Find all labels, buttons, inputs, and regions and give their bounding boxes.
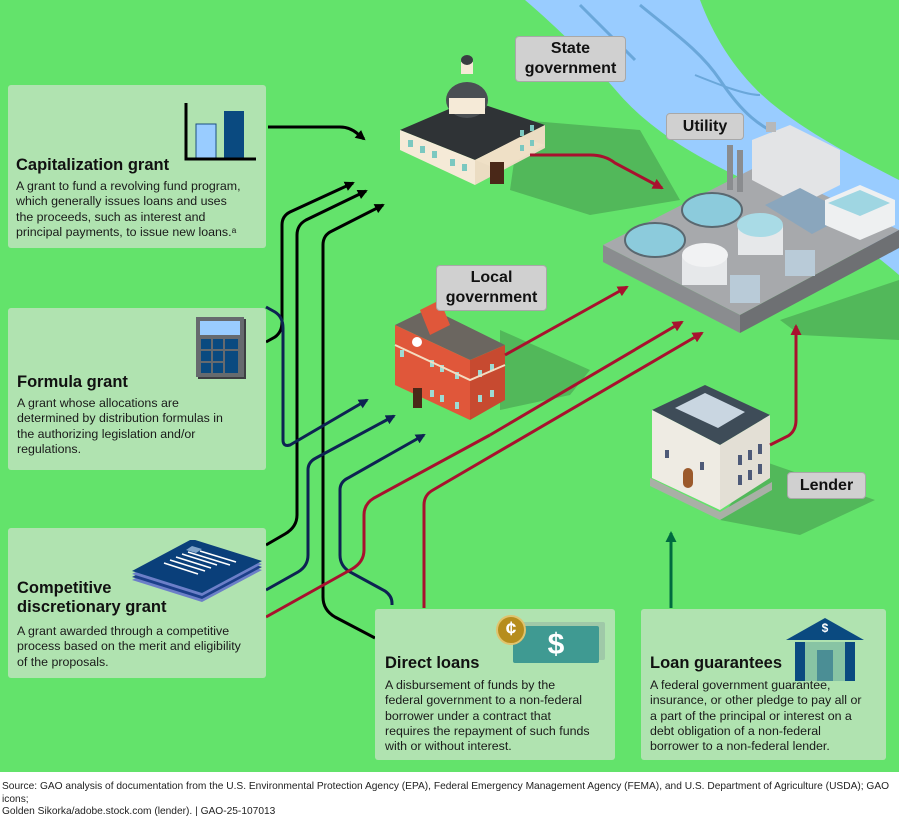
desc-line: process based on the merit and eligibili… — [17, 639, 241, 654]
source-line: Source: GAO analysis of documentation fr… — [2, 781, 890, 805]
river-current — [639, 3, 791, 140]
document-stack-icon — [132, 540, 262, 602]
direct-loans-title: Direct loans — [385, 654, 480, 672]
state-label-line: State — [550, 40, 591, 57]
utility-plant — [603, 122, 899, 333]
arrow-competitive-to-utility — [265, 433, 491, 619]
loan-guarantees-description: A federal government guarantee, insuranc… — [650, 678, 884, 754]
desc-line: A disbursement of funds by the — [385, 678, 556, 692]
desc-line: principal payments, to issue new loans.ᵃ — [16, 224, 237, 239]
local-government-building — [394, 300, 506, 420]
building-shadow — [780, 280, 899, 340]
building-shadow — [500, 330, 590, 410]
lender-building — [650, 385, 772, 520]
source-line: Golden Sikorka/adobe.stock.com (lender).… — [2, 806, 276, 817]
desc-line: with or without interest. — [385, 739, 512, 754]
state-government-building — [400, 55, 545, 185]
arrow-direct-to-utility — [422, 331, 704, 608]
local-label-line: government — [445, 289, 538, 306]
desc-line: A grant to fund a revolving fund program… — [16, 179, 241, 193]
desc-line: the authorizing legislation and/or — [17, 426, 196, 441]
capitalization-grant-title: Capitalization grant — [16, 156, 170, 174]
money-icon: $ ¢ — [491, 614, 611, 666]
calculator-icon — [196, 317, 246, 379]
desc-line: federal government to a non-federal — [385, 693, 582, 708]
direct-loans-description: A disbursement of funds by the federal g… — [385, 678, 613, 754]
arrow-competitive-to-state-1 — [265, 189, 368, 547]
formula-grant-card: Formula grant A grant whose allocations … — [8, 308, 266, 470]
arrow-state-to-utility — [530, 153, 664, 190]
bank-dollar-symbol: $ — [821, 621, 829, 635]
arrow-local-to-utility — [504, 285, 629, 357]
desc-line: requires the repayment of such funds — [385, 723, 590, 738]
arrow-capitalization-to-state — [268, 125, 366, 141]
desc-line: a part of the principal or interest on a — [650, 708, 852, 723]
building-shadow — [510, 120, 680, 215]
bank-icon: $ — [786, 618, 864, 682]
lender-label-text: Lender — [799, 476, 854, 494]
arrow-direct-to-local — [338, 433, 426, 605]
arrow-competitive-to-local — [265, 414, 396, 592]
competitive-grant-card: Competitive discretionary grant A grant … — [8, 528, 266, 678]
utility-label-text: Utility — [682, 117, 728, 135]
capitalization-grant-description: A grant to fund a revolving fund program… — [16, 179, 264, 240]
loan-guarantees-card: $ Loan guarantees A federal government g… — [641, 609, 886, 760]
desc-line: determined by distribution formulas in — [17, 411, 223, 426]
arrow-competitive-continue — [489, 320, 684, 437]
desc-line: debt obligation of a non-federal — [650, 723, 821, 738]
desc-line: A grant awarded through a competitive — [17, 624, 230, 638]
arrow-formula-to-local-1 — [265, 305, 369, 447]
competitive-grant-description: A grant awarded through a competitive pr… — [17, 624, 263, 670]
state-label-line: government — [524, 60, 617, 77]
river-current — [694, 74, 761, 96]
title-line: discretionary grant — [17, 598, 167, 616]
arrow-direct-to-state — [321, 203, 385, 640]
desc-line: borrower to a non-federal lender. — [650, 739, 830, 754]
local-government-label: Local government — [436, 265, 547, 311]
desc-line: the proceeds, such as interest and — [16, 209, 206, 224]
arrow-formula-to-state — [265, 181, 355, 344]
loan-guarantees-title: Loan guarantees — [650, 654, 783, 672]
desc-line: A federal government guarantee, — [650, 678, 831, 692]
desc-line: borrower under a contract that — [385, 708, 551, 723]
arrow-lender-to-utility — [769, 324, 802, 447]
river-current — [578, 3, 637, 62]
lender-label: Lender — [787, 472, 866, 499]
bar-chart-icon — [184, 103, 256, 161]
direct-loans-card: $ ¢ Direct loans A disbursement of funds… — [375, 609, 615, 760]
desc-line: which generally issues loans and uses — [16, 194, 227, 209]
formula-grant-description: A grant whose allocations are determined… — [17, 396, 263, 457]
utility-label: Utility — [666, 113, 744, 140]
desc-line: of the proposals. — [17, 654, 109, 669]
capitalization-grant-card: Capitalization grant A grant to fund a r… — [8, 85, 266, 248]
desc-line: A grant whose allocations are — [17, 396, 179, 410]
desc-line: insurance, or other pledge to pay all or — [650, 693, 862, 708]
coin-icon: ¢ — [496, 615, 526, 645]
formula-grant-title: Formula grant — [17, 373, 128, 391]
diagram-background — [265, 0, 899, 640]
state-government-label: State government — [515, 36, 626, 82]
source-note: Source: GAO analysis of documentation fr… — [2, 781, 897, 819]
title-line: Competitive — [17, 579, 112, 597]
bill: $ — [513, 626, 599, 663]
desc-line: regulations. — [17, 441, 82, 456]
competitive-grant-title: Competitive discretionary grant — [17, 579, 166, 617]
bank-shape — [786, 618, 864, 681]
local-label-line: Local — [470, 269, 513, 286]
